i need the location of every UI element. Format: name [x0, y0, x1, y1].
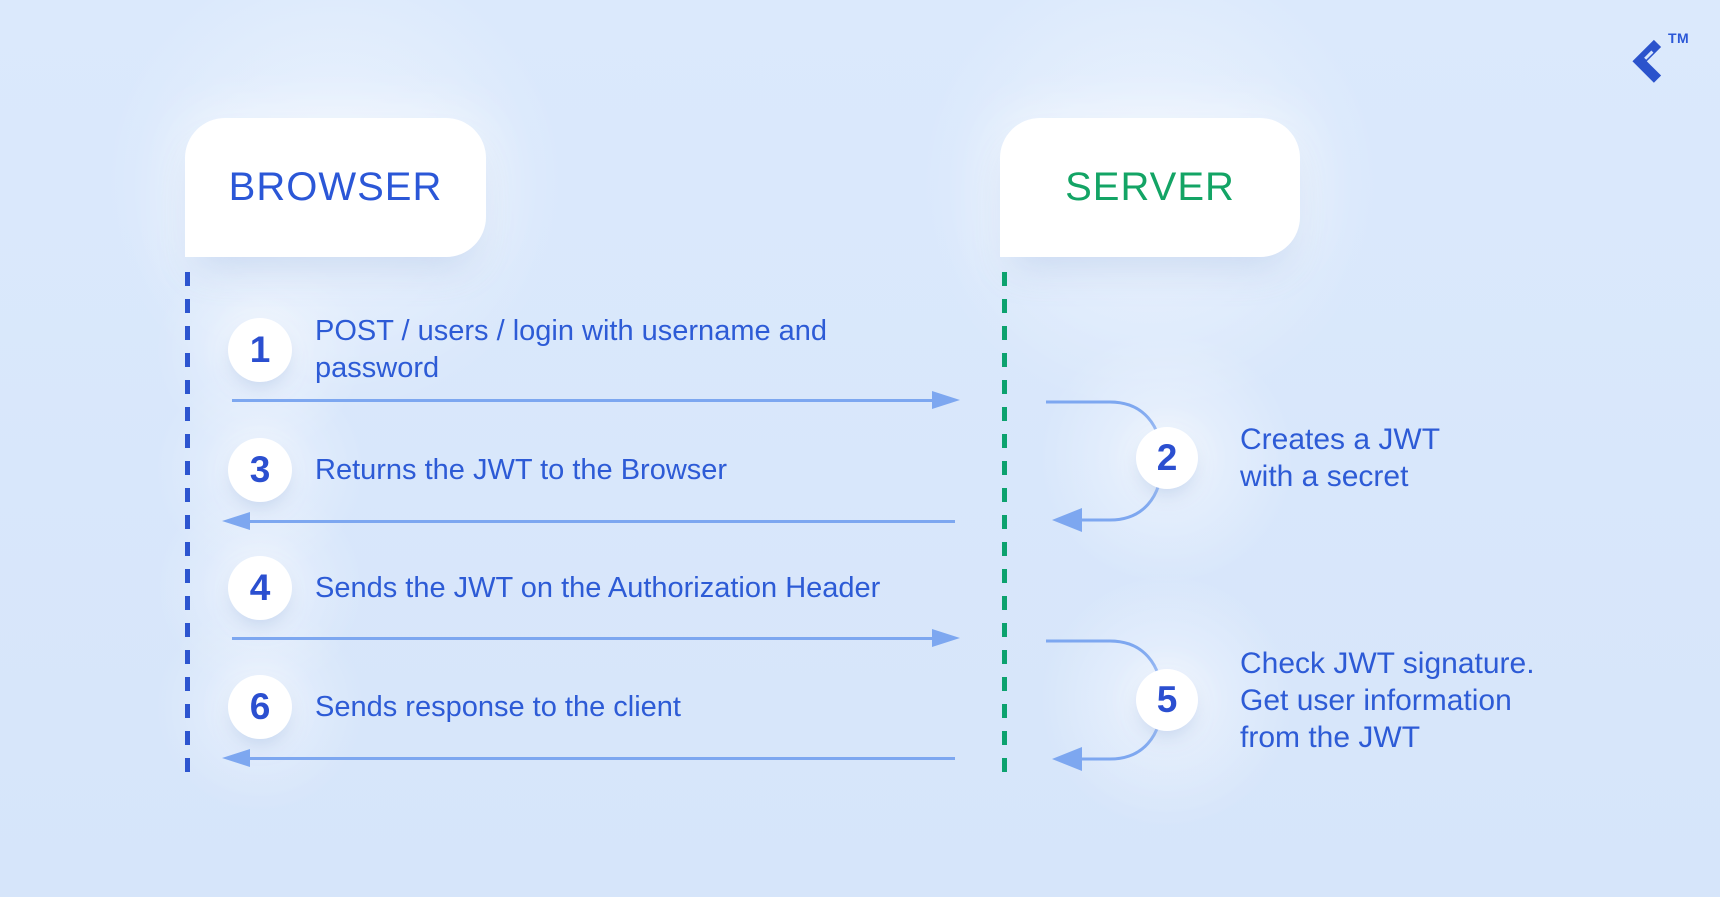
arrow-shaft [232, 636, 934, 640]
step-5-badge: 5 [1136, 669, 1198, 731]
brand-logo: TM [1632, 30, 1702, 90]
step-1-badge: 1 [228, 318, 292, 382]
bottom-border [0, 897, 1720, 901]
arrow-shaft [232, 398, 934, 402]
toptal-logo-icon [1632, 39, 1662, 83]
step-3-number: 3 [249, 449, 271, 490]
left-arrowhead-icon [1052, 508, 1082, 532]
left-arrowhead-icon [1052, 747, 1082, 771]
step-2-text: Creates a JWT with a secret [1240, 423, 1441, 493]
step-6-text: Sends response to the client [315, 691, 681, 723]
step-6-number: 6 [249, 686, 271, 727]
right-arrowhead-icon [932, 629, 960, 647]
server-lifeline [1002, 272, 1007, 777]
step-1-text: POST / users / login with username and p… [315, 315, 828, 384]
step-6-badge: 6 [228, 675, 292, 739]
browser-label: BROWSER [228, 165, 443, 209]
browser-lifeline [185, 272, 190, 777]
step-2-number: 2 [1156, 437, 1178, 478]
arrow-shaft [248, 756, 955, 760]
step-1-number: 1 [249, 329, 271, 370]
arrow-shaft [248, 519, 955, 523]
browser-actor-card: BROWSER [185, 118, 486, 257]
left-arrowhead-icon [222, 512, 250, 530]
trademark-label: TM [1668, 30, 1690, 46]
server-actor-card: SERVER [1000, 118, 1300, 257]
step-4-number: 4 [249, 567, 271, 608]
step-5-text: Check JWT signature. Get user informatio… [1240, 647, 1535, 754]
step-3-text: Returns the JWT to the Browser [315, 454, 728, 486]
step-2-badge: 2 [1136, 427, 1198, 489]
step-4-text: Sends the JWT on the Authorization Heade… [315, 572, 881, 604]
step-4-badge: 4 [228, 556, 292, 620]
right-arrowhead-icon [932, 391, 960, 409]
server-label: SERVER [1065, 165, 1235, 209]
step-5-number: 5 [1156, 679, 1178, 720]
step-3-badge: 3 [228, 438, 292, 502]
left-arrowhead-icon [222, 749, 250, 767]
